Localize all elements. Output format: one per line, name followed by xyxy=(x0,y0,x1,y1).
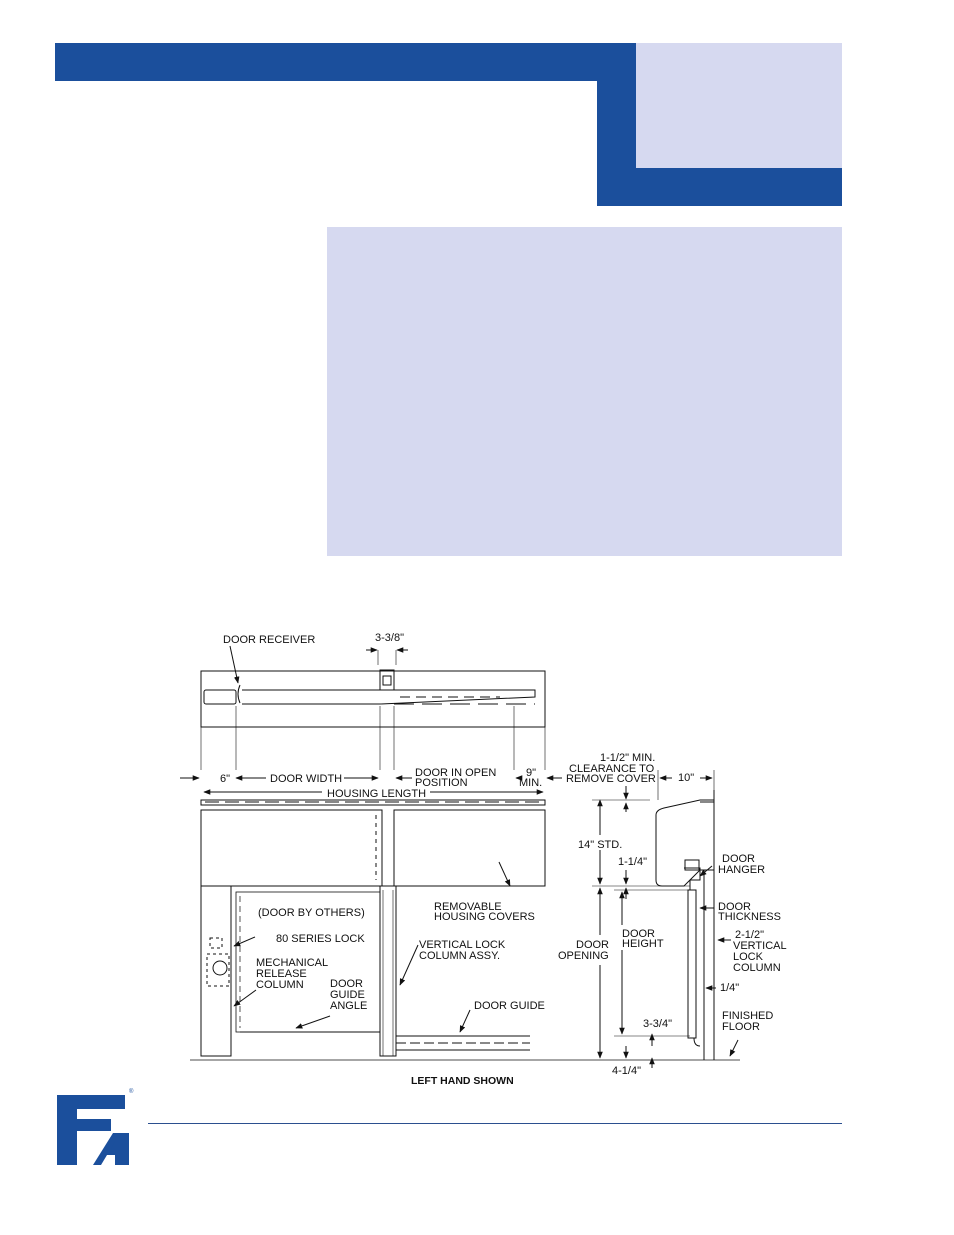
label-door-receiver: DOOR RECEIVER xyxy=(223,634,315,646)
label-door-by-others: (DOOR BY OTHERS) xyxy=(258,907,365,919)
label-door-guide: DOOR GUIDE xyxy=(474,1000,545,1012)
label-mech-2: RELEASE xyxy=(256,968,307,980)
plan-housing xyxy=(200,670,546,728)
label-ten-in: 10" xyxy=(678,772,694,784)
label-door-thickness-1: DOOR xyxy=(718,901,751,913)
front-housing-cover-right xyxy=(393,809,546,887)
label-door-opening-1: DOOR xyxy=(576,939,609,951)
label-housing-length: HOUSING LENGTH xyxy=(327,788,426,800)
side-housing xyxy=(655,799,715,887)
label-nine-in-2: MIN. xyxy=(519,777,542,789)
label-door-height-1: DOOR xyxy=(622,928,655,940)
label-finished-1: FINISHED xyxy=(722,1010,773,1022)
front-lock-column xyxy=(379,885,397,1057)
label-mech-3: COLUMN xyxy=(256,979,304,991)
label-guide-angle-2: GUIDE xyxy=(330,989,365,1001)
label-door-hanger-2: HANGER xyxy=(718,864,765,876)
front-housing-cover-left xyxy=(200,809,383,887)
label-nine-in-1: 9" xyxy=(526,767,536,779)
label-vertical-lock-1: VERTICAL LOCK xyxy=(419,939,506,951)
label-removable-2: HOUSING COVERS xyxy=(434,911,535,923)
plan-receiver-box xyxy=(203,689,237,705)
label-door-in-open-1: DOOR IN OPEN xyxy=(415,767,496,779)
label-col-2-5-1: 2-1/2" xyxy=(735,929,764,941)
label-left-hand-shown: LEFT HAND SHOWN xyxy=(411,1075,514,1087)
header-lavender-box xyxy=(636,43,842,168)
registered-mark: ® xyxy=(129,1089,134,1095)
label-series-lock: 80 SERIES LOCK xyxy=(276,933,365,945)
label-four-1-4: 4-1/4" xyxy=(612,1065,641,1077)
label-door-in-open-2: POSITION xyxy=(415,777,468,789)
label-six-in: 6" xyxy=(220,773,230,785)
info-panel xyxy=(327,227,842,556)
door-receiver-bracket xyxy=(237,684,241,704)
label-three-3-4: 3-3/4" xyxy=(643,1018,672,1030)
front-housing-top xyxy=(200,799,546,806)
label-guide-angle-1: DOOR xyxy=(330,978,363,990)
footer-rule xyxy=(148,1123,842,1124)
label-dim-3-3-8: 3-3/8" xyxy=(375,632,404,644)
label-removable-1: REMOVABLE xyxy=(434,901,502,913)
label-door-thickness-2: THICKNESS xyxy=(718,911,781,923)
label-col-2-5-3: LOCK xyxy=(733,951,764,963)
front-release-column xyxy=(200,885,232,1057)
header-band xyxy=(55,43,636,81)
label-one-quarter-top: 1-1/4" xyxy=(618,856,647,868)
side-door xyxy=(687,889,697,1039)
label-door-hanger-1: DOOR xyxy=(722,853,755,865)
label-clearance-3: REMOVE COVER xyxy=(566,773,656,785)
label-finished-2: FLOOR xyxy=(722,1021,760,1033)
label-col-2-5-2: VERTICAL xyxy=(733,940,787,952)
label-door-opening-2: OPENING xyxy=(558,950,609,962)
plan-lock-column xyxy=(379,669,395,691)
label-14-std: 14" STD. xyxy=(578,839,622,851)
header-band-bottom xyxy=(597,168,842,206)
label-guide-angle-3: ANGLE xyxy=(330,1000,367,1012)
label-door-height-2: HEIGHT xyxy=(622,938,664,950)
label-vertical-lock-2: COLUMN ASSY. xyxy=(419,950,500,962)
label-clearance-2: CLEARANCE TO xyxy=(569,763,655,775)
label-clearance-1: 1-1/2" MIN. xyxy=(600,752,655,764)
label-door-width: DOOR WIDTH xyxy=(270,773,342,785)
label-col-2-5-4: COLUMN xyxy=(733,962,781,974)
company-logo xyxy=(57,1095,129,1165)
label-mech-1: MECHANICAL xyxy=(256,957,328,969)
label-quarter: 1/4" xyxy=(720,982,739,994)
